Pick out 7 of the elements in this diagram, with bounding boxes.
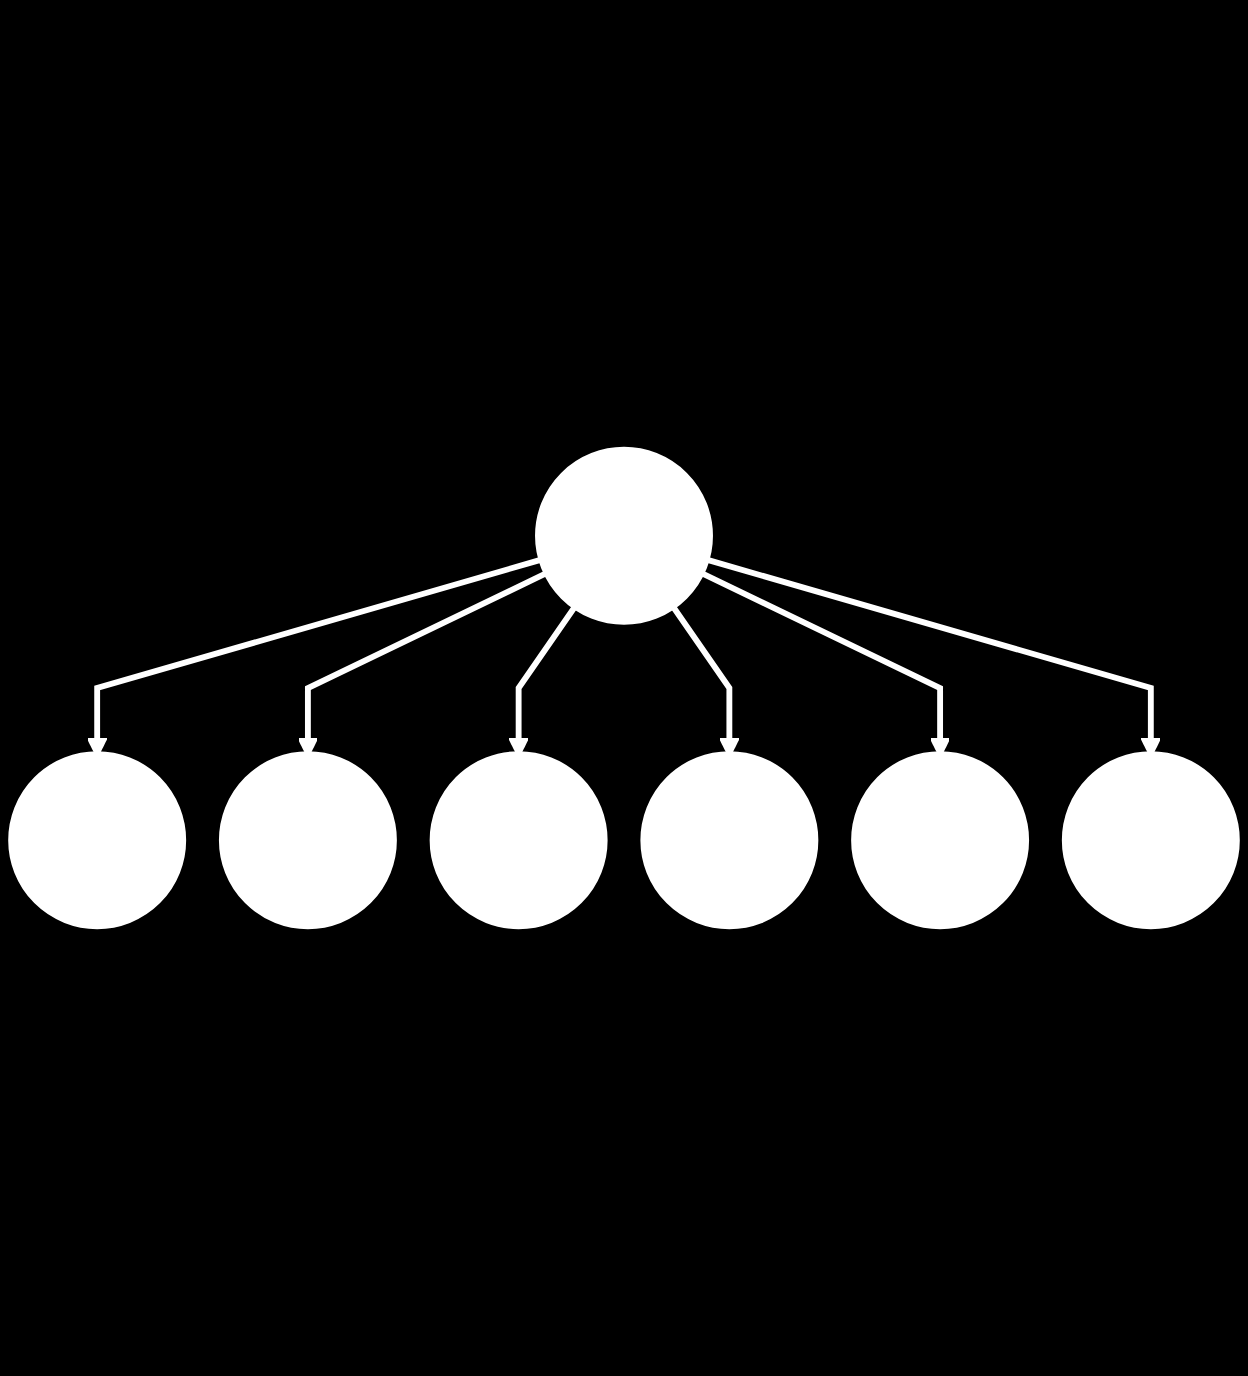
node-circle xyxy=(429,751,608,930)
node-circle xyxy=(8,751,187,930)
node-circle xyxy=(851,751,1030,930)
node-circle xyxy=(218,751,397,930)
node-circle xyxy=(535,446,713,625)
node-circle xyxy=(1061,751,1240,930)
node-circle xyxy=(640,751,819,930)
